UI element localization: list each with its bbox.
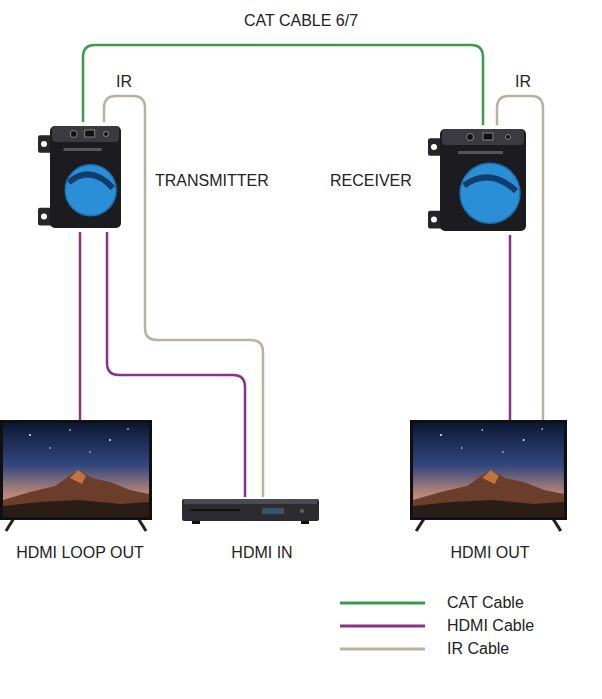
legend-line-sample bbox=[340, 648, 425, 651]
illustration-circle bbox=[70, 131, 77, 138]
illustration-rect bbox=[52, 126, 119, 142]
legend-line-sample bbox=[340, 625, 425, 628]
illustration-rect bbox=[442, 129, 524, 145]
illustration-circle bbox=[467, 134, 474, 141]
illustration-rect bbox=[50, 126, 121, 228]
illustration-circle bbox=[440, 434, 442, 436]
legend-text: HDMI Cable bbox=[447, 616, 534, 636]
illustration-rect bbox=[3, 423, 149, 517]
illustration-polygon bbox=[70, 470, 86, 484]
illustration-circle bbox=[460, 163, 520, 223]
device-node: HDMI LOOP OUT bbox=[0, 420, 152, 532]
illustration-rect bbox=[184, 499, 317, 504]
illustration-circle bbox=[502, 451, 503, 452]
illustration-path bbox=[69, 174, 113, 188]
illustration-polygon bbox=[482, 470, 499, 484]
illustration-rect bbox=[192, 521, 200, 524]
illustration-polygon bbox=[3, 500, 149, 517]
illustration-circle bbox=[89, 451, 90, 452]
illustration-circle bbox=[49, 447, 50, 448]
illustration-rect bbox=[440, 129, 526, 231]
illustration-rect bbox=[262, 508, 284, 514]
device-label: RECEIVER bbox=[330, 171, 420, 191]
television bbox=[410, 420, 567, 532]
media-player bbox=[182, 497, 319, 524]
illustration-circle bbox=[104, 132, 109, 137]
illustration-rect bbox=[301, 521, 309, 524]
device-label: HDMI IN bbox=[202, 543, 322, 563]
cable-connector bbox=[83, 45, 483, 125]
illustration-circle bbox=[41, 141, 47, 147]
illustration-circle bbox=[431, 217, 437, 223]
edge-label: IR bbox=[112, 72, 136, 92]
legend-text: CAT Cable bbox=[447, 593, 524, 613]
legend-text: IR Cable bbox=[447, 639, 509, 659]
illustration-rect bbox=[458, 151, 503, 154]
cable-connector bbox=[509, 235, 512, 420]
illustration-circle bbox=[41, 214, 47, 220]
edge-label: IR bbox=[511, 72, 535, 92]
illustration-polygon bbox=[413, 470, 564, 517]
illustration-rect bbox=[64, 148, 102, 151]
device-label: HDMI OUT bbox=[420, 543, 560, 563]
illustration-polygon bbox=[413, 500, 564, 517]
device-label: TRANSMITTER bbox=[155, 171, 280, 191]
device-node: TRANSMITTER bbox=[38, 122, 123, 232]
illustration-circle bbox=[69, 429, 71, 431]
illustration-circle bbox=[461, 447, 462, 448]
edge-label: CAT CABLE 6/7 bbox=[200, 11, 402, 31]
cable-connector bbox=[79, 232, 82, 420]
legend-line-sample bbox=[340, 602, 425, 605]
extender-device bbox=[428, 125, 528, 235]
illustration-rect bbox=[85, 130, 95, 137]
illustration-circle bbox=[460, 163, 520, 223]
illustration-rect bbox=[190, 509, 240, 511]
illustration-circle bbox=[300, 509, 304, 513]
device-node: HDMI OUT bbox=[410, 420, 567, 532]
illustration-circle bbox=[431, 144, 437, 150]
illustration-path bbox=[464, 177, 516, 191]
illustration-rect bbox=[483, 133, 493, 140]
device-node: RECEIVER bbox=[428, 125, 528, 235]
device-label: HDMI LOOP OUT bbox=[0, 543, 160, 563]
illustration-circle bbox=[127, 428, 129, 430]
television bbox=[0, 420, 152, 532]
illustration-circle bbox=[65, 165, 116, 216]
illustration-circle bbox=[109, 439, 111, 441]
extender-device bbox=[38, 122, 123, 232]
illustration-circle bbox=[481, 429, 483, 431]
illustration-circle bbox=[506, 135, 511, 140]
illustration-rect bbox=[413, 423, 564, 517]
device-node: HDMI IN bbox=[182, 497, 319, 524]
illustration-circle bbox=[29, 434, 31, 436]
illustration-polygon bbox=[3, 470, 149, 517]
illustration-circle bbox=[541, 428, 543, 430]
illustration-rect bbox=[0, 420, 152, 520]
illustration-rect bbox=[182, 499, 319, 521]
illustration-rect bbox=[410, 420, 567, 520]
illustration-circle bbox=[523, 439, 525, 441]
illustration-circle bbox=[65, 165, 116, 216]
